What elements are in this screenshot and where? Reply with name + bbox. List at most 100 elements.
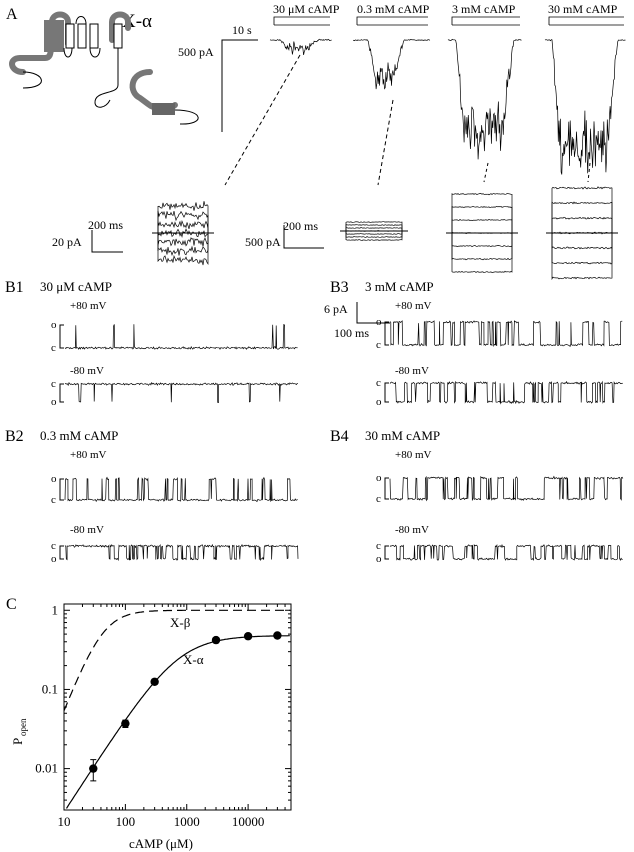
state-label: c — [376, 339, 381, 351]
voltage-label-neg: -80 mV — [395, 365, 429, 377]
state-label: o — [51, 473, 57, 485]
current-trace-3 — [447, 38, 522, 160]
subpanel-title: 30 mM cAMP — [365, 428, 440, 443]
voltage-step-sweep — [345, 230, 403, 232]
voltage-step-sweep — [551, 233, 613, 265]
voltage-step-sweep — [157, 201, 209, 233]
voltage-step-sweep — [451, 218, 513, 233]
y-axis-label-sub: open — [18, 718, 28, 736]
data-point — [273, 631, 282, 640]
data-point — [211, 635, 221, 645]
zoom-arrow — [483, 162, 489, 183]
voltage-step-sweep — [551, 231, 613, 235]
panel-c-label: C — [6, 596, 17, 613]
voltage-step-sweep — [551, 201, 613, 233]
voltage-step-sweep — [451, 193, 513, 233]
trace-plus80 — [64, 476, 298, 503]
y-axis-label-main: P — [10, 738, 25, 745]
state-label: c — [51, 378, 56, 390]
voltage-step-sweep — [451, 233, 513, 248]
panel-b4-label: B4 — [330, 428, 349, 445]
voltage-step-sweep — [157, 233, 209, 266]
voltage-step-sweep — [345, 231, 403, 235]
tm-helix — [113, 23, 123, 49]
state-label: c — [51, 494, 56, 506]
x-axis-label: cAMP (μM) — [129, 836, 193, 851]
state-label: c — [376, 377, 381, 389]
voltage-step-sweep — [345, 231, 403, 238]
amplitude-bracket — [59, 478, 64, 501]
state-label: o — [376, 316, 382, 328]
exp-scale-current-1: 20 pA — [52, 235, 82, 249]
state-label: o — [51, 553, 57, 565]
trace-minus80 — [389, 543, 623, 562]
exp-scale-current-2: 500 pA — [245, 235, 281, 249]
voltage-step-sweep — [551, 186, 613, 233]
voltage-label-neg: -80 mV — [70, 524, 104, 536]
trace-plus80 — [64, 323, 298, 350]
scale-current: 500 pA — [178, 45, 214, 59]
conc-label-3: 3 mM cAMP — [452, 2, 516, 16]
voltage-label-pos: +80 mV — [395, 300, 432, 312]
data-point — [243, 632, 253, 641]
amplitude-bracket — [59, 324, 64, 349]
voltage-label-pos: +80 mV — [395, 449, 432, 461]
state-label: o — [376, 553, 382, 565]
data-point — [121, 719, 130, 728]
exp-scale-time-1: 200 ms — [88, 218, 123, 232]
data-point — [150, 677, 159, 686]
voltage-step-sweep — [345, 224, 403, 231]
state-label: c — [376, 493, 381, 505]
voltage-label-neg: -80 mV — [395, 524, 429, 536]
trace-plus80 — [389, 320, 623, 348]
voltage-step-sweep — [157, 228, 209, 238]
voltage-step-sweep — [157, 233, 209, 247]
scale-bar-a: 10 s 500 pA — [178, 23, 258, 132]
x-tick-label: 1000 — [174, 814, 200, 829]
amplitude-bracket — [59, 545, 64, 560]
tm-helix — [89, 23, 99, 49]
voltage-label-pos: +80 mV — [70, 300, 107, 312]
b-scale-time: 100 ms — [334, 326, 369, 340]
voltage-step-sweep — [345, 221, 403, 231]
current-trace-1 — [269, 38, 332, 55]
voltage-step-sweep — [551, 233, 613, 281]
y-tick-label: 0.01 — [35, 761, 58, 776]
x-tick-label: 100 — [116, 814, 136, 829]
gray-helix — [44, 20, 64, 52]
state-label: o — [51, 319, 57, 331]
expanded-traces — [152, 186, 618, 281]
legend-x-beta: X-β — [170, 615, 191, 630]
trace-minus80 — [64, 381, 298, 403]
exp-scale-time-2: 200 ms — [283, 219, 318, 233]
state-label: o — [51, 396, 57, 408]
fit-line-x-beta — [63, 609, 290, 712]
y-axis-label: P open — [10, 718, 28, 745]
panel-b3-label: B3 — [330, 279, 349, 296]
legend-x-alpha: X-α — [183, 652, 204, 667]
voltage-label-neg: -80 mV — [70, 365, 104, 377]
amplitude-bracket — [384, 545, 389, 560]
amplitude-bracket — [59, 383, 64, 403]
state-label: c — [376, 540, 381, 552]
data-point — [89, 764, 98, 773]
voltage-step-sweep — [157, 233, 209, 256]
fit-line-x-alpha — [65, 635, 290, 809]
loops — [63, 16, 119, 108]
gray-domain — [9, 11, 131, 75]
voltage-step-sweep — [157, 210, 209, 233]
subpanel-title: 30 μM cAMP — [40, 279, 112, 294]
state-label: c — [51, 540, 56, 552]
cAMP-application-bar — [451, 16, 520, 26]
termini — [22, 71, 199, 125]
current-trace-4 — [544, 39, 626, 175]
scale-bar-expanded-1: 200 ms 20 pA — [52, 218, 123, 253]
voltage-step-sweep — [157, 219, 209, 233]
panel-b2-label: B2 — [5, 428, 24, 445]
voltage-step-sweep — [345, 227, 403, 231]
tm-helix — [77, 23, 87, 49]
voltage-step-sweep — [451, 233, 513, 261]
amplitude-bracket — [384, 382, 389, 403]
